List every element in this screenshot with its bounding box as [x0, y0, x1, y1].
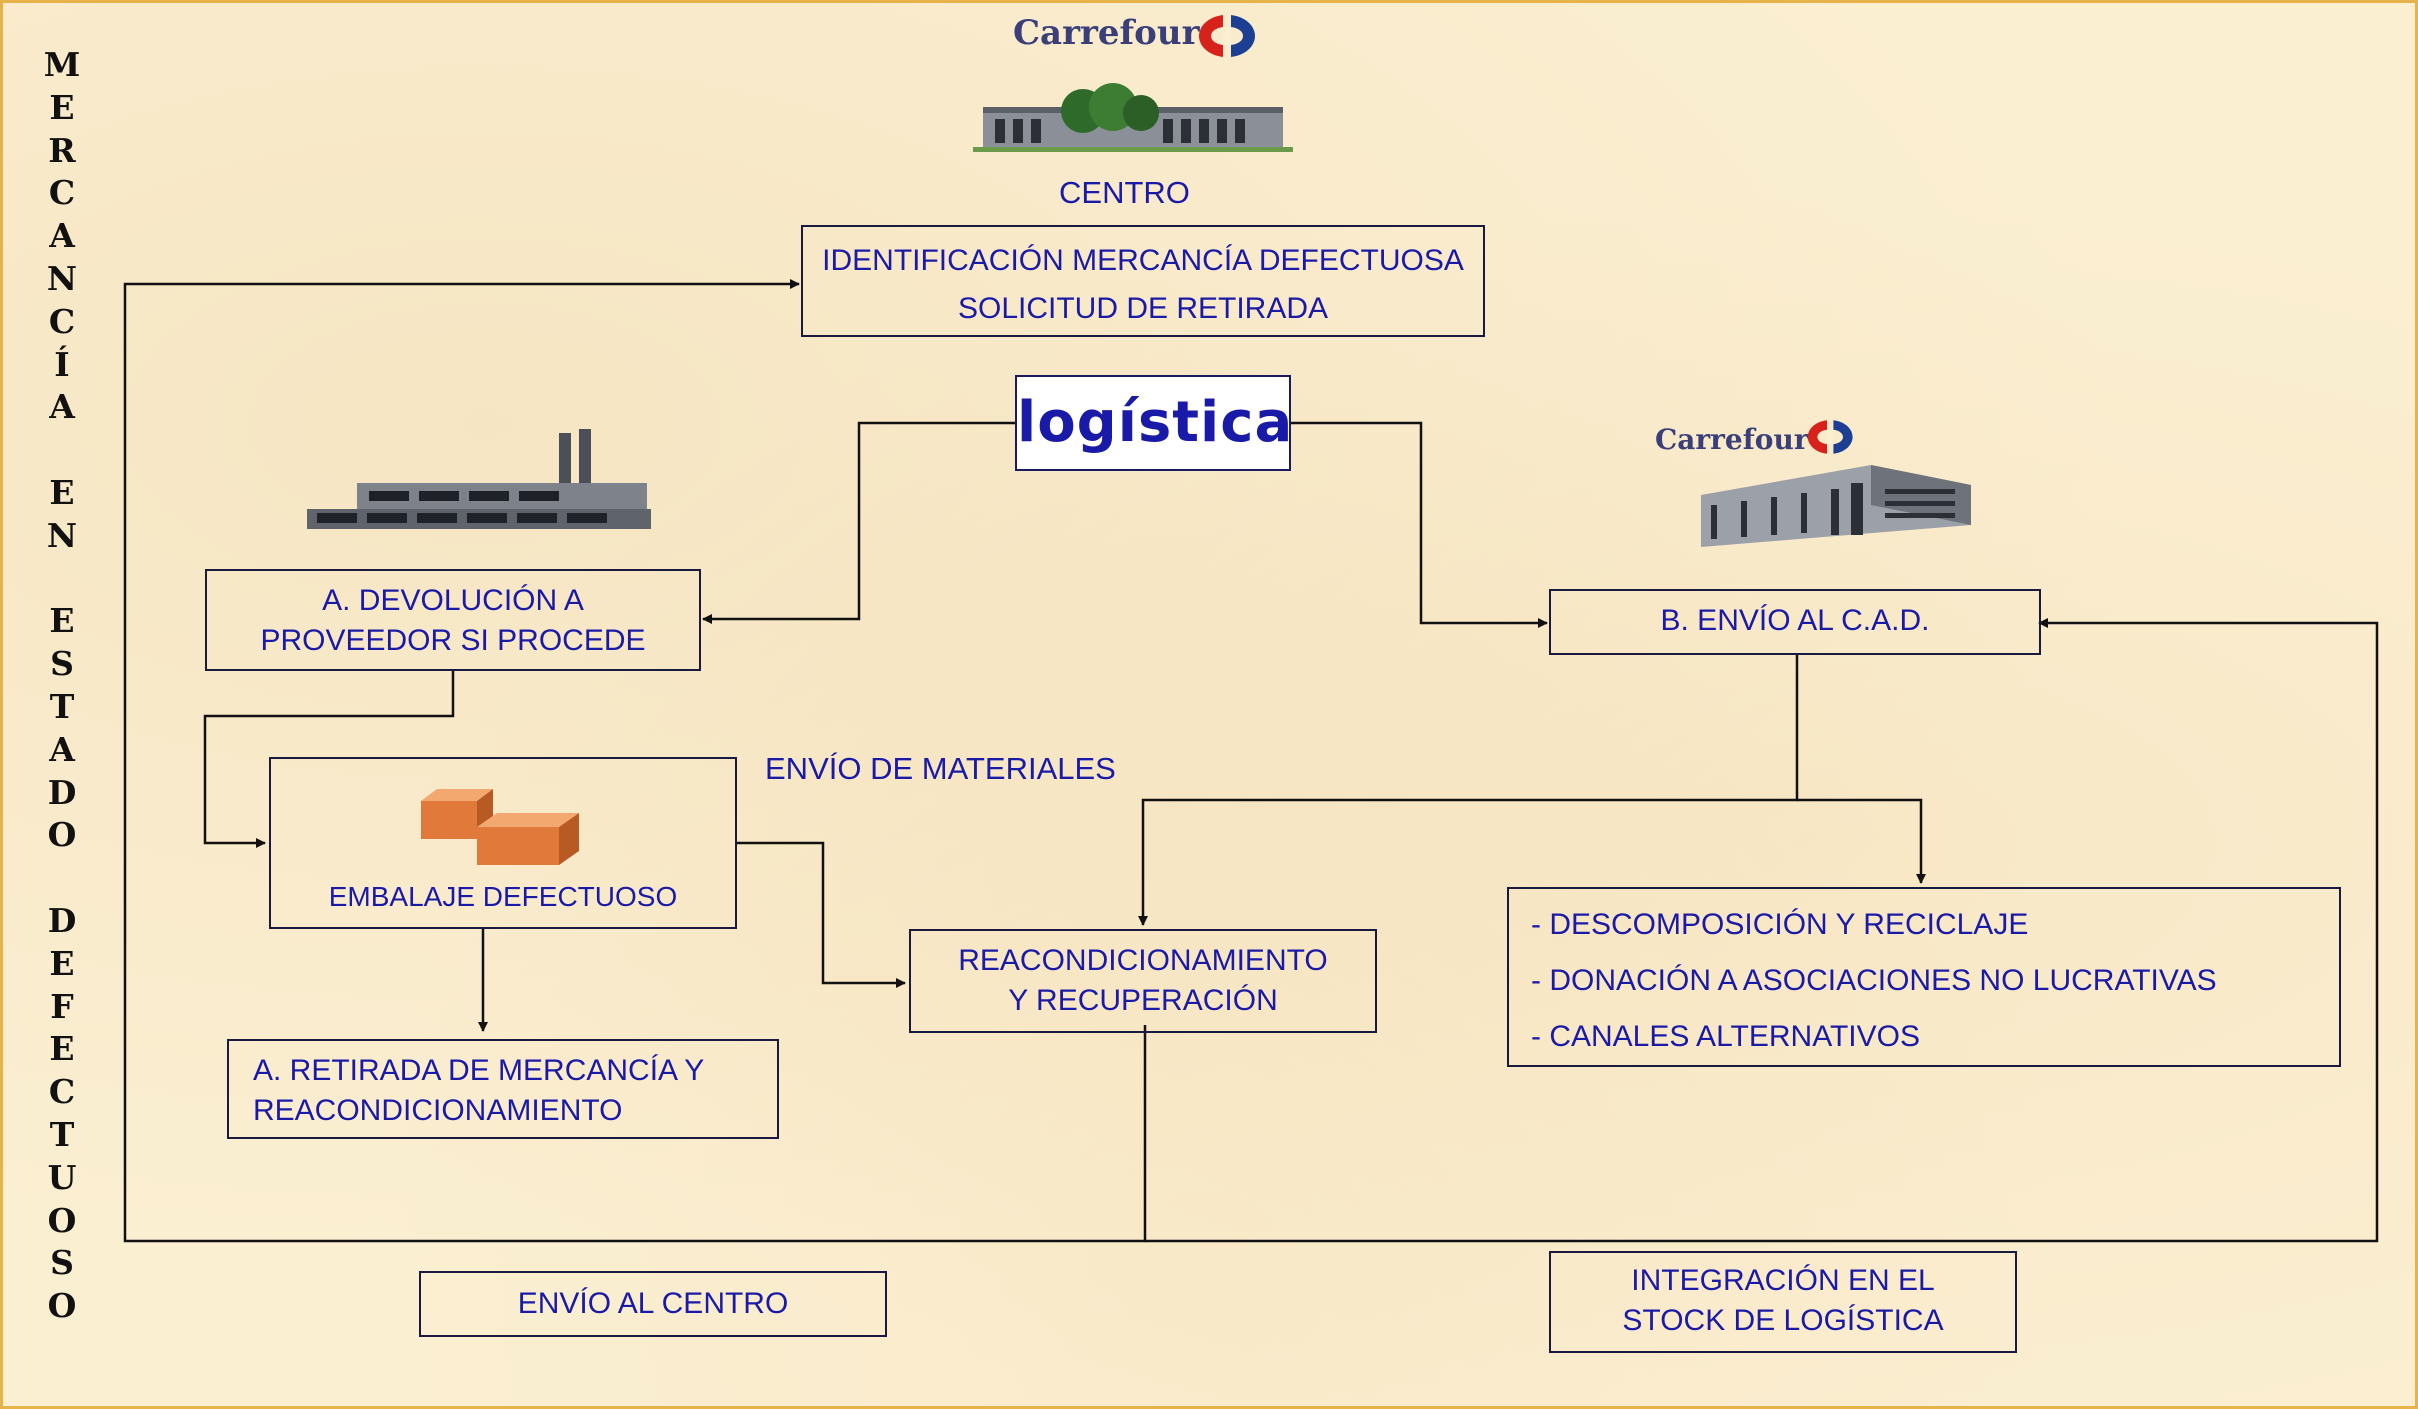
- identificacion-line-2: SOLICITUD DE RETIRADA: [957, 292, 1329, 325]
- box-reacondicionamiento: REACONDICIONAMIENTO Y RECUPERACIÓN: [909, 929, 1377, 1033]
- devolucion-line-2: PROVEEDOR SI PROCEDE: [260, 624, 646, 657]
- identificacion-line-1: IDENTIFICACIÓN MERCANCÍA DEFECTUOSA: [822, 244, 1464, 277]
- side-letter: E: [49, 601, 75, 641]
- side-letter: D: [47, 901, 77, 940]
- box-envio-cad: B. ENVÍO AL C.A.D.: [1549, 589, 2041, 655]
- hypermarket-building-icon: [973, 83, 1293, 152]
- side-letter: R: [48, 130, 76, 170]
- side-letter: S: [50, 1243, 74, 1283]
- box-integracion: INTEGRACIÓN EN EL STOCK DE LOGÍSTICA: [1549, 1251, 2017, 1353]
- carrefour-wordmark-right: Carrefour: [1655, 423, 1809, 456]
- envio-centro-text: ENVÍO AL CENTRO: [517, 1287, 789, 1320]
- arrow-return-to-centro: [123, 279, 1147, 1243]
- opciones-item-3: - CANALES ALTERNATIVOS: [1531, 1020, 1920, 1053]
- side-letter: T: [49, 1115, 75, 1154]
- retirada-line-1: A. RETIRADA DE MERCANCÍA Y: [253, 1054, 705, 1087]
- side-letter: Í: [54, 344, 70, 384]
- side-letter: N: [46, 259, 78, 298]
- side-letter: A: [49, 216, 75, 256]
- arrow-cad-split-reacond: [1138, 655, 1799, 926]
- side-letter: C: [48, 173, 76, 213]
- logistica-logo: logística: [1015, 375, 1292, 471]
- side-letter: M: [43, 45, 81, 84]
- carrefour-logo-right-icon: [1807, 420, 1853, 454]
- side-letter: E: [49, 943, 75, 983]
- arrow-logistica-to-devolucion: [702, 421, 1015, 624]
- box-retirada: A. RETIRADA DE MERCANCÍA Y REACONDICIONA…: [227, 1039, 779, 1139]
- side-letter: O: [47, 1200, 77, 1240]
- envio-cad-text: B. ENVÍO AL C.A.D.: [1660, 604, 1930, 637]
- arrow-cad-split-opciones: [1797, 798, 1926, 884]
- side-letter: F: [50, 986, 74, 1026]
- opciones-item-2: - DONACIÓN A ASOCIACIONES NO LUCRATIVAS: [1531, 964, 2217, 997]
- box-envio-centro: ENVÍO AL CENTRO: [419, 1271, 887, 1337]
- envio-materiales-label: ENVÍO DE MATERIALES: [765, 751, 1116, 786]
- side-letter: A: [49, 387, 75, 427]
- side-letter: A: [49, 729, 75, 769]
- side-letter: S: [50, 644, 74, 684]
- side-letter: T: [49, 687, 75, 726]
- integracion-line-1: INTEGRACIÓN EN EL: [1631, 1264, 1935, 1297]
- box-opciones: - DESCOMPOSICIÓN Y RECICLAJE - DONACIÓN …: [1507, 887, 2341, 1067]
- reacond-line-1: REACONDICIONAMIENTO: [958, 944, 1328, 977]
- embalaje-text: EMBALAJE DEFECTUOSO: [328, 881, 678, 912]
- connector-lines: [123, 279, 2379, 1243]
- retirada-line-2: REACONDICIONAMIENTO: [253, 1094, 623, 1127]
- side-letter: E: [49, 87, 75, 127]
- opciones-item-1: - DESCOMPOSICIÓN Y RECICLAJE: [1531, 908, 2029, 941]
- side-letter: E: [49, 1029, 75, 1069]
- cardboard-boxes-icon: [421, 789, 579, 865]
- box-identificacion: IDENTIFICACIÓN MERCANCÍA DEFECTUOSA SOLI…: [801, 225, 1485, 337]
- devolucion-line-1: A. DEVOLUCIÓN A: [322, 584, 584, 617]
- arrow-return-to-cad: [1145, 618, 2379, 1243]
- carrefour-wordmark: Carrefour: [1013, 13, 1200, 53]
- arrow-embalaje-to-reacond: [736, 841, 906, 988]
- box-embalaje: EMBALAJE DEFECTUOSO: [269, 757, 737, 929]
- box-devolucion: A. DEVOLUCIÓN A PROVEEDOR SI PROCEDE: [205, 569, 701, 671]
- carrefour-logo-icon: [1199, 15, 1255, 57]
- carrefour-brand-right: Carrefour: [1655, 423, 1809, 456]
- arrow-devolucion-to-embalaje: [203, 670, 455, 848]
- side-letter: N: [46, 515, 78, 555]
- side-letter: O: [47, 815, 77, 855]
- integracion-line-2: STOCK DE LOGÍSTICA: [1622, 1304, 1944, 1337]
- side-letter: U: [47, 1157, 77, 1197]
- factory-icon: [307, 429, 651, 529]
- warehouse-building-icon: [1701, 465, 1971, 547]
- side-letter: E: [49, 473, 75, 512]
- arrow-logistica-to-cad: [1291, 421, 1548, 628]
- side-letter: C: [48, 1072, 76, 1112]
- side-letter: O: [47, 1286, 77, 1326]
- reacond-line-2: Y RECUPERACIÓN: [1008, 984, 1278, 1017]
- carrefour-brand-top: Carrefour: [1013, 13, 1200, 53]
- centro-label: CENTRO: [1059, 175, 1190, 210]
- side-letter: D: [47, 772, 77, 812]
- side-letter: C: [48, 301, 76, 341]
